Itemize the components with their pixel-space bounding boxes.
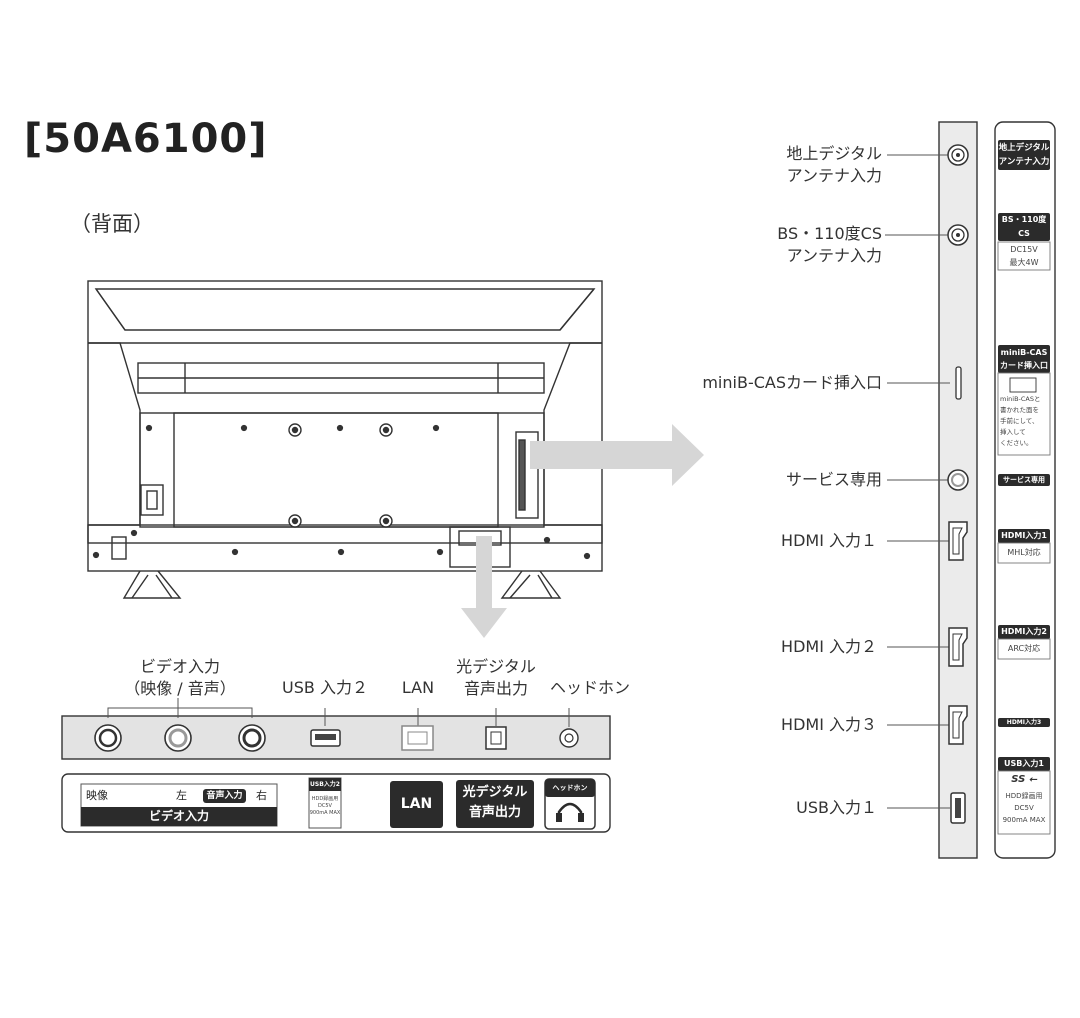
sticker-lan: LAN (400, 796, 433, 812)
sticker-hdmi2: HDMI入力2 (1001, 627, 1047, 636)
usb1-port[interactable] (950, 792, 966, 824)
optical-port[interactable] (485, 726, 507, 750)
label-hdmi2: HDMI 入力２ (781, 637, 877, 656)
sticker-usb1-note: HDD録画用 DC5V 900mA MAX (1002, 792, 1046, 824)
label-headphone: ヘッドホン (549, 678, 630, 697)
video-input-jack[interactable] (94, 724, 122, 752)
side-connector-panel (885, 121, 1056, 859)
sticker-antenna-terrestrial: 地上デジタル アンテナ入力 (998, 143, 1050, 167)
sticker-hdmi3: HDMI入力3 (1006, 719, 1042, 726)
sticker-antenna-bs-cs: BS・110度CS アンテナ入力 (1000, 215, 1048, 252)
sticker-video: 映像 (86, 789, 108, 802)
label-minibcas: miniB-CASカード挿入口 (702, 373, 882, 392)
sticker-minibcas-title: miniB-CAS カード挿入口 (1000, 348, 1048, 370)
label-usb2: USB 入力２ (282, 678, 368, 697)
sticker-minibcas-note: miniB-CASと 書かれた面を 手前にして、 挿入して ください。 (1000, 395, 1041, 447)
label-usb1: USB入力１ (796, 798, 877, 817)
sticker-usb2-note: HDD録画用 DC5V 900mA MAX (309, 796, 341, 816)
label-video-input: ビデオ入力 （映像 / 音声） (124, 657, 236, 698)
label-service: サービス専用 (785, 470, 882, 489)
sticker-audio-in: 音声入力 (206, 791, 243, 801)
arrow-right-icon (530, 424, 704, 486)
audio-right-jack[interactable] (238, 724, 266, 752)
sticker-bs-power: DC15V 最大4W (1009, 245, 1039, 267)
label-optical: 光デジタル 音声出力 (456, 657, 536, 698)
sticker-hdmi1: HDMI入力1 (1001, 531, 1047, 540)
sticker-usb2-title: USB入力2 (310, 781, 340, 788)
label-hdmi1: HDMI 入力１ (781, 531, 877, 550)
lan-port[interactable] (401, 725, 434, 751)
sticker-hdmi2-sub: ARC対応 (1007, 644, 1041, 653)
label-antenna-terrestrial: 地上デジタル アンテナ入力 (786, 144, 882, 185)
arrow-down-icon (461, 536, 507, 638)
sticker-left: 左 (176, 789, 187, 802)
sticker-hdmi1-sub: MHL対応 (1007, 548, 1041, 557)
service-port (947, 469, 969, 491)
sticker-right: 右 (256, 789, 267, 802)
view-label: （背面） (70, 212, 154, 236)
minibcas-slot[interactable] (955, 366, 962, 400)
antenna-bs-cs-port[interactable] (947, 224, 969, 246)
model-title: [50A6100] (24, 116, 268, 162)
headphone-jack[interactable] (559, 728, 579, 748)
antenna-terrestrial-port[interactable] (947, 144, 969, 166)
tv-back-illustration (87, 280, 603, 599)
audio-left-jack[interactable] (164, 724, 192, 752)
sticker-video-input: ビデオ入力 (148, 809, 209, 823)
sticker-optical: 光デジタル 音声出力 (462, 785, 528, 820)
usb-ss-logo: SS ⭠ (1011, 774, 1037, 785)
label-antenna-bs-cs: BS・110度CS アンテナ入力 (777, 224, 882, 265)
label-lan: LAN (401, 678, 435, 697)
bottom-connector-panel (61, 698, 611, 833)
sticker-usb1: USB入力1 (1004, 759, 1044, 768)
sticker-headphone: ヘッドホン (552, 784, 588, 792)
usb2-port[interactable] (310, 729, 341, 747)
sticker-service: サービス専用 (1003, 476, 1045, 484)
headphone-icon (557, 802, 583, 820)
label-hdmi3: HDMI 入力３ (781, 715, 877, 734)
